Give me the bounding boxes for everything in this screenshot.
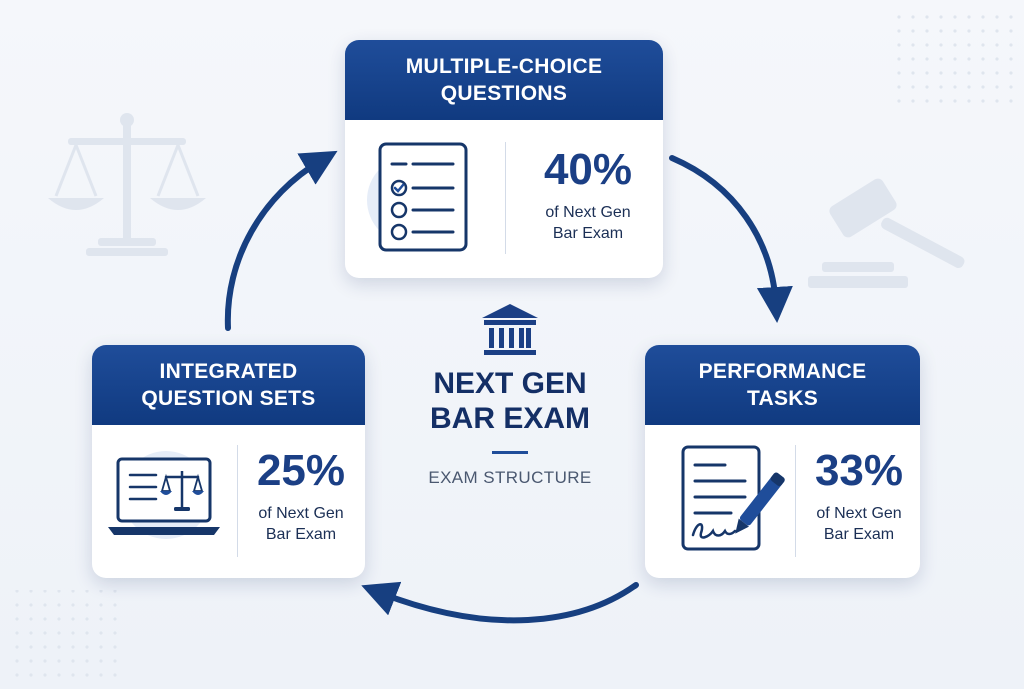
card-title-line2: QUESTIONS (440, 82, 568, 105)
checklist-icon (363, 136, 473, 265)
card-caption-line2: Bar Exam (265, 526, 337, 543)
gavel-icon (808, 178, 965, 288)
card-performance-tasks: PERFORMANCE TASKS 33% of Next Gen (645, 345, 920, 578)
center-divider (492, 451, 528, 454)
card-percent: 40% (543, 145, 633, 194)
dot-pattern-bottom-left (5, 590, 120, 680)
card-caption-line1: of Next Gen (258, 505, 344, 522)
laptop-scales-icon (104, 443, 226, 560)
card-percent: 25% (256, 446, 346, 495)
arrow-integrated-to-mcq (224, 150, 338, 331)
card-caption-line1: of Next Gen (816, 505, 902, 522)
card-header: MULTIPLE-CHOICE QUESTIONS (345, 40, 663, 120)
card-title-line1: MULTIPLE-CHOICE (405, 55, 603, 78)
arrow-mcq-to-performance (669, 155, 793, 323)
card-header: PERFORMANCE TASKS (645, 345, 920, 425)
card-header: INTEGRATED QUESTION SETS (92, 345, 365, 425)
card-divider (505, 142, 506, 254)
card-stat: 33% of Next Gen Bar Exam (803, 447, 915, 545)
card-multiple-choice: MULTIPLE-CHOICE QUESTIONS 40% of Next Ge… (345, 40, 663, 278)
card-divider (237, 445, 238, 557)
card-divider (795, 445, 796, 557)
center-subtitle: EXAM STRUCTURE (428, 468, 592, 487)
card-integrated-question-sets: INTEGRATED QUESTION SETS 25% (92, 345, 365, 578)
signed-document-pen-icon (669, 441, 789, 562)
center-title-line2: BAR EXAM (429, 402, 590, 435)
arrow-performance-to-integrated (361, 581, 639, 624)
card-stat: 25% of Next Gen Bar Exam (244, 447, 358, 545)
card-percent: 33% (814, 446, 904, 495)
courthouse-icon (482, 304, 538, 355)
card-caption-line2: Bar Exam (823, 526, 895, 543)
scales-of-justice-icon (48, 113, 206, 256)
center-title-line1: NEXT GEN (433, 367, 587, 400)
card-title-line1: INTEGRATED (159, 360, 298, 383)
card-title-line1: PERFORMANCE (698, 360, 867, 383)
card-title-line2: TASKS (746, 387, 819, 410)
dot-pattern-top-right (895, 12, 1015, 107)
center-block: NEXT GEN BAR EXAM EXAM STRUCTURE (410, 300, 610, 488)
card-stat: 40% of Next Gen Bar Exam (513, 146, 663, 244)
card-title-line2: QUESTION SETS (141, 387, 316, 410)
card-caption-line1: of Next Gen (545, 204, 631, 221)
card-caption-line2: Bar Exam (552, 225, 624, 242)
